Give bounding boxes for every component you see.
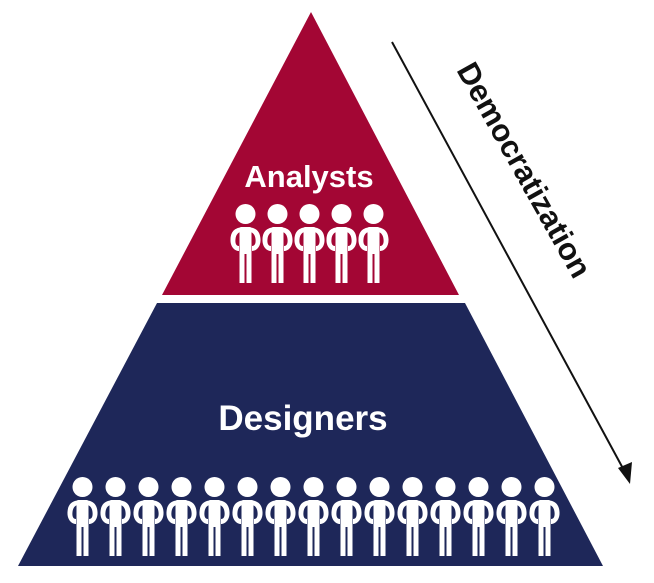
democratization-label: Democratization: [450, 56, 599, 283]
tier-designers-label: Designers: [218, 399, 387, 438]
tier-designers-shape: [18, 303, 603, 566]
tier-analysts-shape: [162, 12, 459, 295]
tier-designers: Designers: [18, 303, 603, 566]
arrow-shaft: [391, 41, 627, 475]
tier-analysts-label: Analysts: [244, 159, 373, 194]
tier-analysts: Analysts: [162, 12, 459, 295]
arrow-head-icon: [618, 462, 632, 484]
